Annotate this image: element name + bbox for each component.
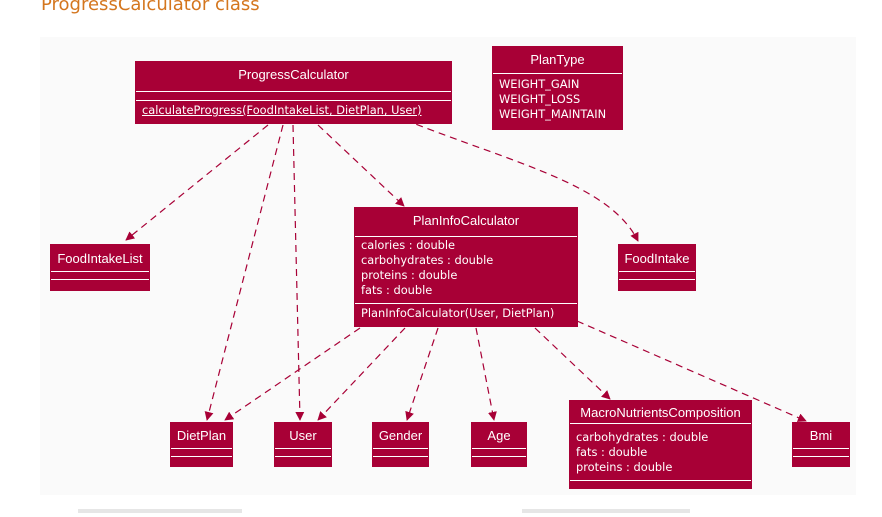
class-divider xyxy=(570,423,751,424)
class-name: DietPlan xyxy=(176,428,227,443)
class-divider xyxy=(373,448,428,449)
class-divider xyxy=(171,456,232,457)
class-planinfocalculator[interactable]: PlanInfoCalculator calories : double car… xyxy=(354,207,578,327)
class-divider xyxy=(619,279,695,280)
attribute-proteins: proteins : double xyxy=(361,268,458,282)
method-calculate-progress: calculateProgress(FoodIntakeList, DietPl… xyxy=(142,103,422,117)
class-divider xyxy=(355,303,577,304)
class-name: FoodIntake xyxy=(624,251,690,266)
attributes-section-empty xyxy=(171,449,232,456)
enum-value: WEIGHT_LOSS xyxy=(499,92,581,106)
class-divider xyxy=(51,279,149,280)
class-user[interactable]: User xyxy=(274,422,332,467)
class-name: ProgressCalculator xyxy=(238,67,349,82)
class-name: PlanInfoCalculator xyxy=(412,213,520,228)
class-foodintakelist[interactable]: FoodIntakeList xyxy=(50,244,150,291)
class-divider xyxy=(793,456,849,457)
class-divider xyxy=(355,236,577,237)
attribute-carbohydrates: carbohydrates : double xyxy=(576,430,709,444)
class-name: Gender xyxy=(378,428,423,443)
page-divider xyxy=(78,509,242,513)
class-divider xyxy=(136,100,451,101)
page-heading: ProgressCalculator class xyxy=(41,0,260,15)
class-gender[interactable]: Gender xyxy=(372,422,429,467)
class-bmi[interactable]: Bmi xyxy=(792,422,850,467)
class-progresscalculator[interactable]: ProgressCalculator calculateProgress(Foo… xyxy=(135,61,452,124)
class-macronutrientscomposition[interactable]: MacroNutrientsComposition carbohydrates … xyxy=(569,400,752,489)
class-divider xyxy=(472,448,526,449)
arrow-progress-to-dietplan xyxy=(204,124,284,421)
attribute-proteins: proteins : double xyxy=(576,460,673,474)
attributes-section-empty xyxy=(136,92,451,100)
arrow-planinfo-to-user xyxy=(317,327,406,421)
attributes-section-empty xyxy=(51,272,149,279)
attribute-calories: calories : double xyxy=(361,238,456,252)
arrow-progress-to-planinfo xyxy=(317,124,405,207)
arrow-planinfo-to-dietplan xyxy=(224,327,361,421)
arrow-planinfo-to-age xyxy=(475,327,497,421)
attributes-section-empty xyxy=(619,272,695,279)
attribute-fats: fats : double xyxy=(576,445,648,459)
class-divider xyxy=(619,271,695,272)
enum-value: WEIGHT_GAIN xyxy=(499,77,580,91)
class-dietplan[interactable]: DietPlan xyxy=(170,422,233,467)
class-divider xyxy=(373,456,428,457)
arrow-planinfo-to-bmi xyxy=(576,320,807,422)
class-divider xyxy=(493,73,622,74)
class-divider xyxy=(793,448,849,449)
attributes-section-empty xyxy=(472,449,526,456)
class-name: MacroNutrientsComposition xyxy=(580,405,741,420)
class-name: Age xyxy=(487,428,511,443)
enum-plantype[interactable]: PlanType WEIGHT_GAIN WEIGHT_LOSS WEIGHT_… xyxy=(492,46,623,130)
class-divider xyxy=(570,480,751,481)
class-name: FoodIntakeList xyxy=(57,251,143,266)
enum-name: PlanType xyxy=(530,52,585,67)
arrow-progress-to-user xyxy=(292,124,305,421)
attributes-section-empty xyxy=(373,449,428,456)
class-divider xyxy=(472,456,526,457)
attributes-section-empty xyxy=(793,449,849,456)
class-name: User xyxy=(289,428,317,443)
class-age[interactable]: Age xyxy=(471,422,527,467)
attributes-section-empty xyxy=(275,449,331,456)
class-name: Bmi xyxy=(809,428,833,443)
arrow-progress-to-foodintakelist xyxy=(125,124,269,241)
arrow-planinfo-to-macro xyxy=(534,327,611,400)
class-foodintake[interactable]: FoodIntake xyxy=(618,244,696,291)
attribute-fats: fats : double xyxy=(361,283,433,297)
class-divider xyxy=(51,271,149,272)
class-divider xyxy=(136,91,451,92)
class-divider xyxy=(275,448,331,449)
method-constructor: PlanInfoCalculator(User, DietPlan) xyxy=(361,306,555,320)
class-divider xyxy=(275,456,331,457)
enum-value: WEIGHT_MAINTAIN xyxy=(499,107,607,121)
arrow-progress-to-foodintake xyxy=(404,119,639,242)
page-divider xyxy=(522,509,690,513)
class-divider xyxy=(171,448,232,449)
arrow-planinfo-to-gender xyxy=(405,327,439,421)
attribute-carbohydrates: carbohydrates : double xyxy=(361,253,494,267)
